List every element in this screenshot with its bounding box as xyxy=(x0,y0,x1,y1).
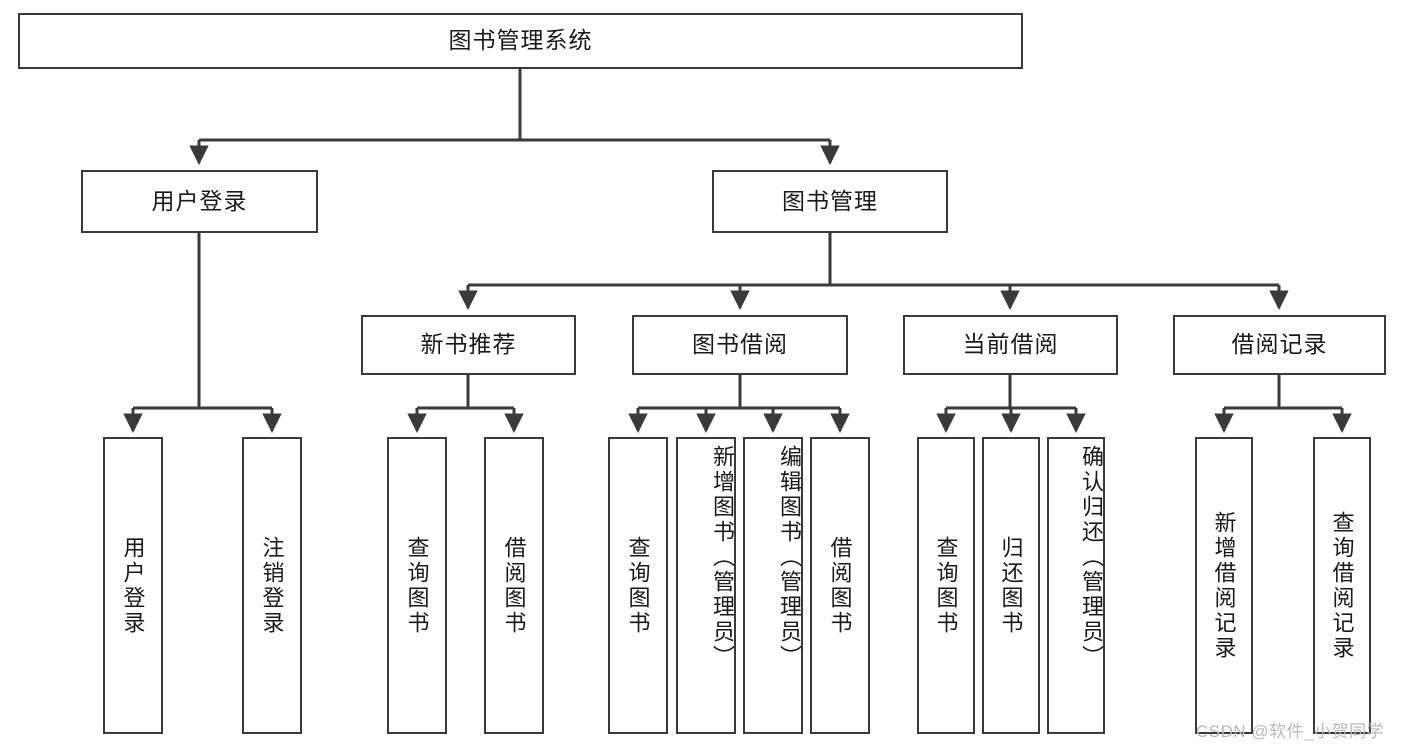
node-leaf-add-borrow-record[interactable]: 新增借阅记录 xyxy=(1195,437,1253,734)
node-leaf-return-book[interactable]: 归还图书 xyxy=(982,437,1040,734)
node-current-borrow[interactable]: 当前借阅 xyxy=(903,315,1118,375)
node-leaf-edit-book-admin[interactable]: 编辑图书（管理员） xyxy=(743,437,803,734)
node-new-book-recommend[interactable]: 新书推荐 xyxy=(361,315,576,375)
node-leaf-confirm-return-admin[interactable]: 确认归还（管理员） xyxy=(1047,437,1105,734)
csdn-watermark: CSDN @软件_小贺同学 xyxy=(1196,722,1385,741)
node-user-login[interactable]: 用户登录 xyxy=(81,170,318,233)
node-book-management[interactable]: 图书管理 xyxy=(712,170,948,233)
node-leaf-query-book-borrow[interactable]: 查询图书 xyxy=(608,437,668,734)
node-leaf-query-book-rec[interactable]: 查询图书 xyxy=(387,437,447,734)
node-book-borrow[interactable]: 图书借阅 xyxy=(632,315,848,375)
node-root[interactable]: 图书管理系统 xyxy=(18,13,1023,69)
node-leaf-query-book-current[interactable]: 查询图书 xyxy=(917,437,975,734)
node-leaf-borrow-book-rec[interactable]: 借阅图书 xyxy=(484,437,544,734)
node-leaf-query-borrow-record[interactable]: 查询借阅记录 xyxy=(1313,437,1371,734)
node-borrow-records[interactable]: 借阅记录 xyxy=(1173,315,1386,375)
node-leaf-borrow-book[interactable]: 借阅图书 xyxy=(810,437,870,734)
node-leaf-add-book-admin[interactable]: 新增图书（管理员） xyxy=(676,437,736,734)
node-leaf-user-login[interactable]: 用户登录 xyxy=(103,437,163,734)
node-leaf-logout-login[interactable]: 注销登录 xyxy=(242,437,302,734)
